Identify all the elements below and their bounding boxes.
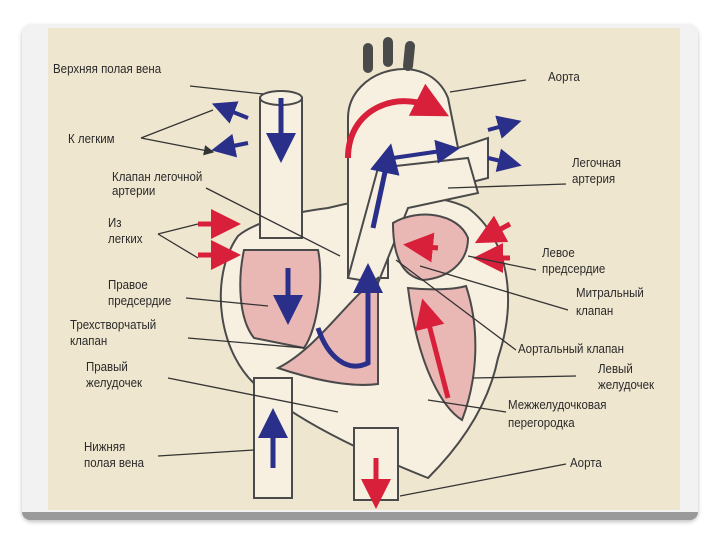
label-to-lungs: К легким [68,132,115,146]
arrow-lv [415,298,451,399]
label-from-lungs-2: легких [108,232,143,246]
label-pulmonary-artery-1: Легочная [572,156,622,170]
label-septum-1: Межжелудочковая [508,398,607,412]
label-from-lungs-1: Из [108,216,122,230]
label-aortic-valve: Аортальный клапан [518,342,624,356]
label-inferior-vena-cava-2: полая вена [84,456,145,470]
label-right-atrium-1: Правое [108,278,148,292]
label-pulmonary-artery-2: артерия [572,172,616,186]
arrow-pulm-up [370,143,400,229]
heart-drawing [140,37,577,509]
arrow-lungs-left-1 [211,101,249,124]
aorta-branches [363,37,415,73]
label-pulmonary-valve-1: Клапан легочной [112,170,203,184]
label-tricuspid-valve-2: клапан [70,334,108,348]
label-septum-2: перегородка [508,416,575,430]
label-tricuspid-valve-1: Трехстворчатый [70,318,157,332]
arrow-aorta-arch [345,83,450,159]
label-left-atrium-1: Левое [542,246,575,260]
label-superior-vena-cava: Верхняя полая вена [53,62,162,76]
heart-diagram: Верхняя полая вена Аорта К легким Клапан… [48,28,680,510]
label-left-ventricle-1: Левый [598,362,633,376]
arrow-lungs-right-2 [487,148,522,173]
label-mitral-valve-2: клапан [576,304,614,318]
right-atrium-chamber [239,249,322,350]
label-right-ventricle-2: желудочек [86,376,143,390]
arrow-rv [315,263,383,369]
arrow-lungs-left-2 [211,133,249,158]
label-aorta-bottom: Аорта [570,456,602,470]
label-left-ventricle-2: желудочек [598,378,655,392]
slide-frame-bottom-bar [22,512,698,520]
arrow-la [403,232,439,263]
label-aorta-top: Аорта [548,70,580,84]
label-pulmonary-valve-2: артерии [112,184,156,198]
label-right-atrium-2: предсердие [108,294,172,308]
arrow-pulm-right [392,139,460,164]
label-right-ventricle-1: Правый [86,360,128,374]
label-left-atrium-2: предсердие [542,262,606,276]
arrow-from-lungs-3 [474,215,512,244]
label-mitral-valve-1: Митральный [576,286,644,300]
label-inferior-vena-cava-1: Нижняя [84,440,126,454]
leader-lines [140,79,577,497]
arrow-lungs-right-1 [487,115,522,139]
